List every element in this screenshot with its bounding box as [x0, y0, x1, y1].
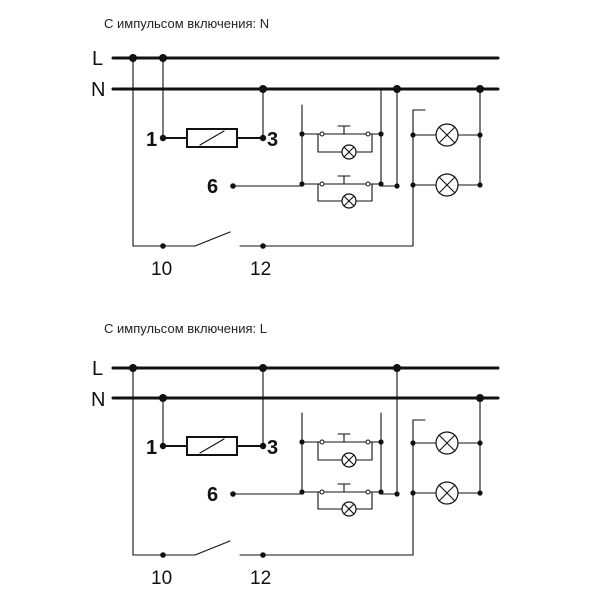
junction-dot [129, 364, 137, 372]
junction-dot [259, 364, 267, 372]
relay-contact [194, 231, 231, 247]
bus-label-l: L [92, 48, 103, 70]
terminal-label-1: 1 [146, 437, 157, 459]
terminal-label-12: 12 [250, 259, 271, 280]
relay-contact [194, 540, 231, 556]
junction-dot [159, 394, 167, 402]
bus-label-n: N [91, 389, 105, 411]
terminal-label-10: 10 [151, 568, 172, 589]
junction-dot [259, 85, 267, 93]
junction-dot [159, 54, 167, 62]
terminal-label-6: 6 [207, 176, 218, 198]
illuminated-pushbutton [299, 125, 384, 160]
diagram-title: С импульсом включения: L [104, 321, 267, 336]
terminal-label-3: 3 [267, 437, 278, 459]
relay-coil-mark [199, 438, 225, 454]
junction-dot [393, 85, 401, 93]
terminal-label-10: 10 [151, 259, 172, 280]
junction-dot [129, 54, 137, 62]
terminal-label-6: 6 [207, 484, 218, 506]
junction-dot [393, 364, 401, 372]
diagram-impulse-n: С импульсом включения: N L N 1 3 6 [91, 16, 500, 280]
terminal-label-12: 12 [250, 568, 271, 589]
relay-coil-mark [199, 130, 225, 146]
terminal-label-3: 3 [267, 129, 278, 151]
terminal-label-1: 1 [146, 129, 157, 151]
illuminated-pushbutton [299, 175, 384, 209]
bus-label-l: L [92, 358, 103, 380]
bus-label-n: N [91, 79, 105, 101]
junction-dot [476, 394, 484, 402]
illuminated-pushbutton [299, 483, 384, 517]
diagram-title: С импульсом включения: N [104, 16, 269, 31]
illuminated-pushbutton [299, 433, 384, 468]
junction-dot [476, 85, 484, 93]
diagram-impulse-l: С импульсом включения: L L N 1 3 6 [91, 321, 500, 589]
